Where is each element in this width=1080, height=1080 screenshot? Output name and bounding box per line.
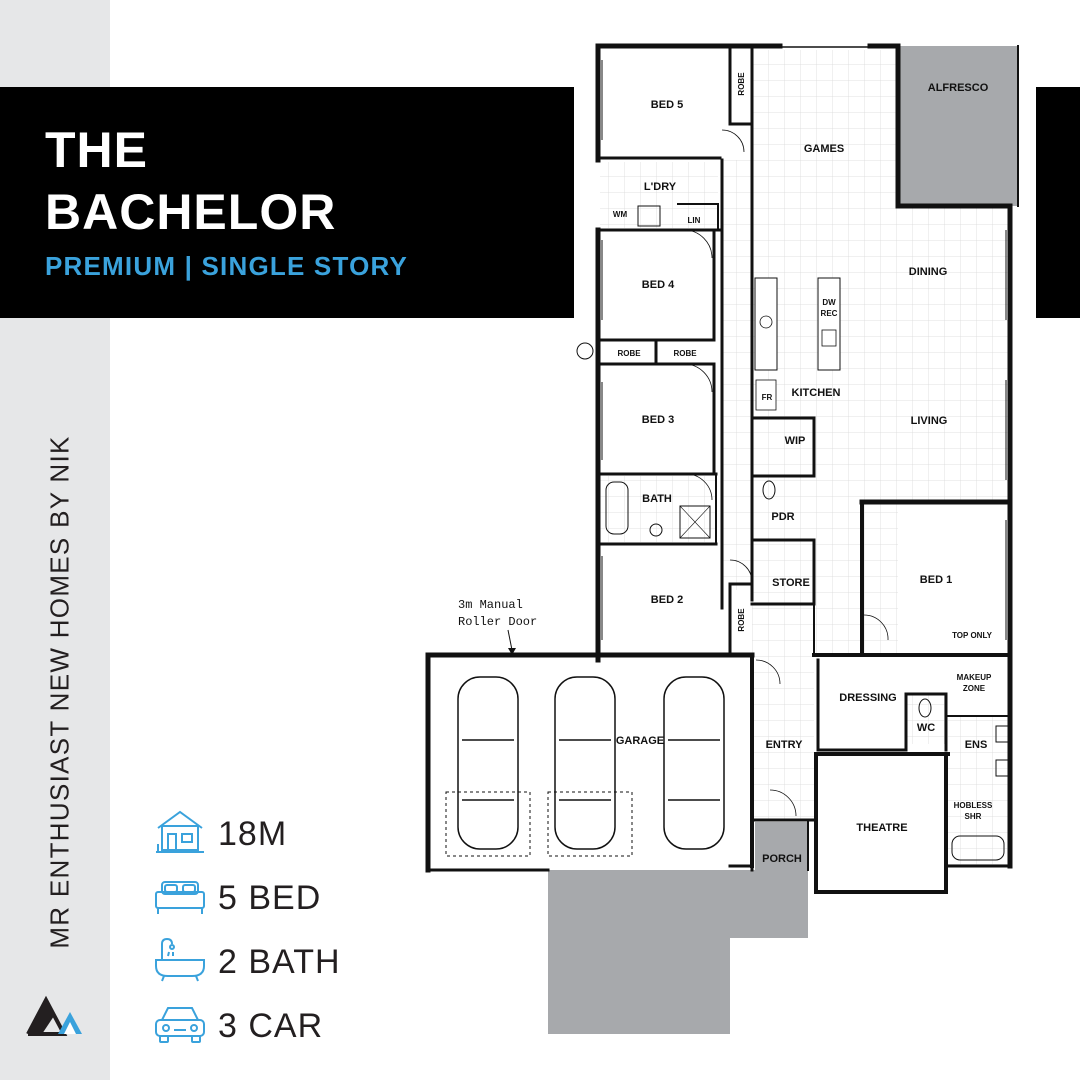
fridge-space [755,379,777,411]
label-wm: WM [613,210,628,219]
tiled-dining-area [898,206,1010,502]
label-hobless-1: HOBLESS [954,801,993,810]
label-dining: DINING [909,266,948,278]
title-line-2: BACHELOR [45,184,337,240]
label-bed1: BED 1 [920,574,952,586]
label-bed5: BED 5 [651,99,683,111]
car-icon [155,1007,205,1043]
label-kitchen: KITCHEN [792,387,841,399]
label-ldry: L'DRY [644,181,677,193]
subtitle: PREMIUM | SINGLE STORY [45,251,409,281]
triangle-logo-icon [26,995,82,1036]
title-line-1: THE [45,122,148,178]
label-living: LIVING [911,415,948,427]
label-bath: BATH [642,493,672,505]
bathtub [605,481,629,535]
spec-garage-value: 3 CAR [218,1007,324,1045]
tiled-bath [600,476,716,542]
label-lin: LIN [688,216,701,225]
porch-fill [755,822,807,870]
label-fr: FR [762,393,773,402]
house-icon [156,810,204,853]
kitchen-bench [754,277,778,371]
tiled-corridor [722,160,752,590]
spec-bathrooms-value: 2 BATH [218,943,341,981]
tiled-entry [752,655,814,820]
label-garage: GARAGE [616,735,664,747]
label-games: GAMES [804,143,844,155]
annotation-line-2: Roller Door [458,615,537,629]
title-band: THE BACHELOR PREMIUM | SINGLE STORY [0,87,574,318]
bath-icon [155,937,205,982]
annotation-line-1: 3m Manual [458,598,523,612]
spec-frontage: 18M [152,806,392,856]
label-pdr: PDR [771,511,794,523]
label-robe-bed5: ROBE [737,72,746,96]
kitchen-island [817,277,841,371]
label-bed2: BED 2 [651,594,683,606]
label-alfresco: ALFRESCO [928,82,989,94]
alfresco-slab [898,46,1018,206]
label-makeup-1: MAKEUP [957,673,992,682]
label-top-only: TOP ONLY [952,631,993,640]
label-robe-1: ROBE [617,349,641,358]
label-wip: WIP [785,435,806,447]
label-entry: ENTRY [766,739,804,751]
label-dressing: DRESSING [839,692,896,704]
label-robe-bed2: ROBE [737,608,746,632]
spec-bedrooms-value: 5 BED [218,879,322,917]
label-store: STORE [772,577,810,589]
spec-frontage-value: 18M [218,815,288,853]
label-dw: DW [822,298,836,307]
label-porch: PORCH [762,853,802,865]
spec-garage: 3 CAR [152,998,392,1048]
tiled-pdr [752,476,814,540]
label-bed4: BED 4 [642,279,675,291]
bed-icon [155,881,205,914]
label-wc: WC [917,722,935,734]
garage-cars [457,676,725,850]
label-makeup-2: ZONE [963,684,986,693]
label-ens: ENS [965,739,988,751]
tiled-wc [906,694,946,744]
spec-bedrooms: 5 BED [152,870,392,920]
label-rec: REC [821,309,838,318]
tiled-ldry [600,162,718,228]
spec-bathrooms: 2 BATH [152,934,392,984]
tiled-ens [948,716,1010,866]
porch-slab [730,870,808,938]
label-hobless-2: SHR [965,812,982,821]
label-theatre: THEATRE [856,822,907,834]
ens-bath [951,835,1005,861]
right-black-bar [1036,87,1080,318]
label-robe-2: ROBE [673,349,697,358]
driveway-slab [548,870,730,1034]
label-bed3: BED 3 [642,414,674,426]
